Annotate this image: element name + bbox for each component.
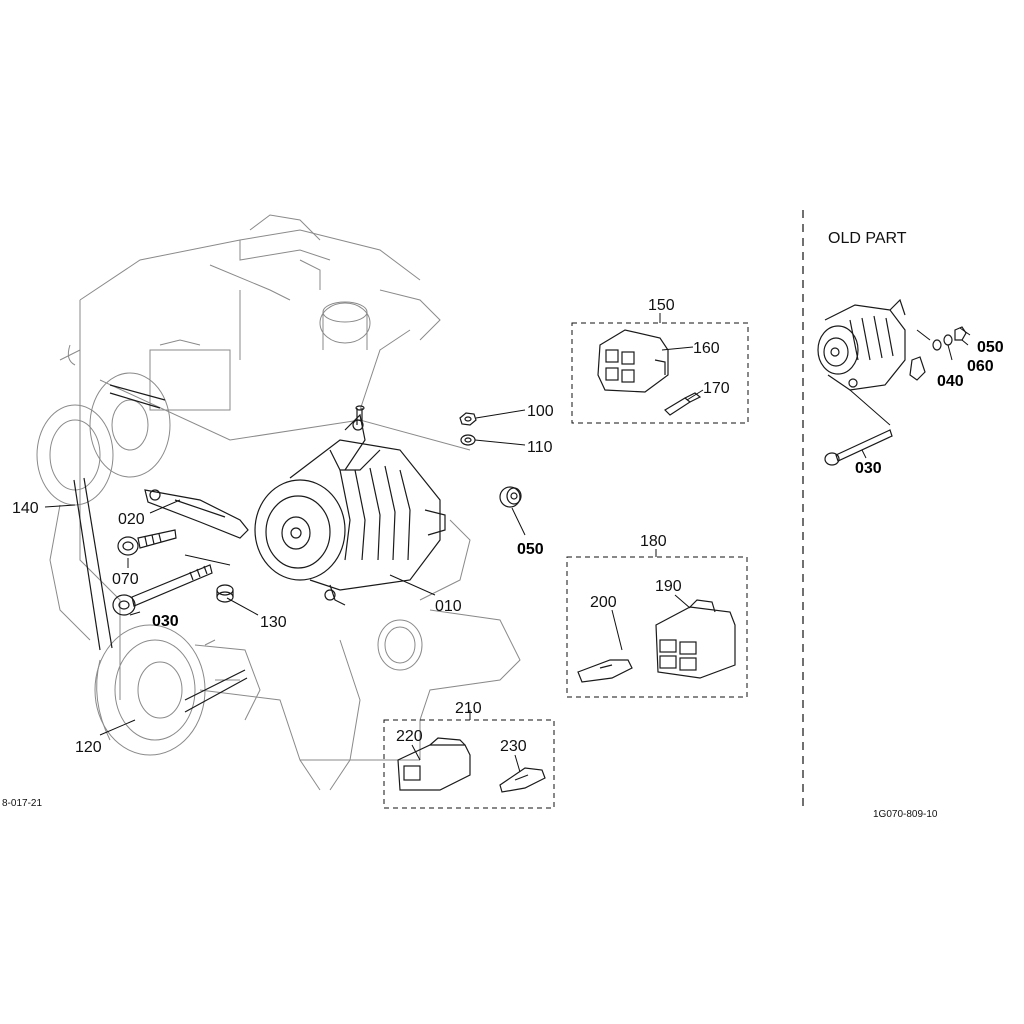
callout-160: 160 [693, 340, 720, 357]
connector-box-180 [566, 556, 748, 698]
callout-170: 170 [703, 380, 730, 397]
old-nut-050 [954, 326, 967, 341]
callout-070: 070 [112, 571, 139, 588]
callout-180: 180 [640, 533, 667, 550]
alternator [254, 413, 446, 606]
callout-120: 120 [75, 739, 102, 756]
spacer-130 [216, 584, 234, 603]
callout-130: 130 [260, 614, 287, 631]
old-spacer-040 [909, 339, 942, 381]
callout-050: 050 [517, 541, 544, 558]
old-callout-030: 030 [855, 460, 882, 477]
callout-190: 190 [655, 578, 682, 595]
stud-bolt [355, 405, 365, 425]
old-part-title: OLD PART [828, 230, 907, 247]
old-callout-040: 040 [937, 373, 964, 390]
old-bolt-030 [824, 429, 893, 466]
fan-pulley [36, 372, 171, 506]
connector-160 [597, 329, 669, 393]
nut-100 [459, 412, 477, 426]
callout-020: 020 [118, 511, 145, 528]
callout-220: 220 [396, 728, 423, 745]
callout-150: 150 [648, 297, 675, 314]
connector-box-150 [571, 322, 749, 424]
callout-230: 230 [500, 738, 527, 755]
terminal-170 [664, 392, 702, 416]
old-callout-060: 060 [967, 358, 994, 375]
bolt-030 [112, 564, 213, 616]
adjusting-bracket [144, 489, 249, 539]
terminal-230 [499, 767, 546, 793]
callout-210: 210 [455, 700, 482, 717]
old-leader-lines [849, 327, 971, 459]
callout-030: 030 [152, 613, 179, 630]
callout-200: 200 [590, 594, 617, 611]
connector-190 [655, 599, 736, 679]
old-washer-060 [943, 334, 953, 346]
old-alternator [817, 298, 906, 391]
figure-reference-right: 1G070-809-10 [873, 809, 938, 820]
connector-220 [397, 737, 471, 791]
old-callout-050: 050 [977, 339, 1004, 356]
v-belt [73, 384, 248, 713]
connector-box-210 [383, 719, 555, 809]
bolt-070 [117, 529, 177, 556]
figure-reference-left: 8-017-21 [2, 798, 42, 809]
terminal-200 [577, 659, 633, 683]
callout-100: 100 [527, 403, 554, 420]
leader-lines [44, 313, 704, 773]
callout-010: 010 [435, 598, 462, 615]
engine-block-outline [49, 214, 521, 791]
callout-110: 110 [527, 439, 553, 456]
nut-050 [499, 486, 522, 508]
washer-110 [460, 434, 476, 446]
callout-140: 140 [12, 500, 39, 517]
